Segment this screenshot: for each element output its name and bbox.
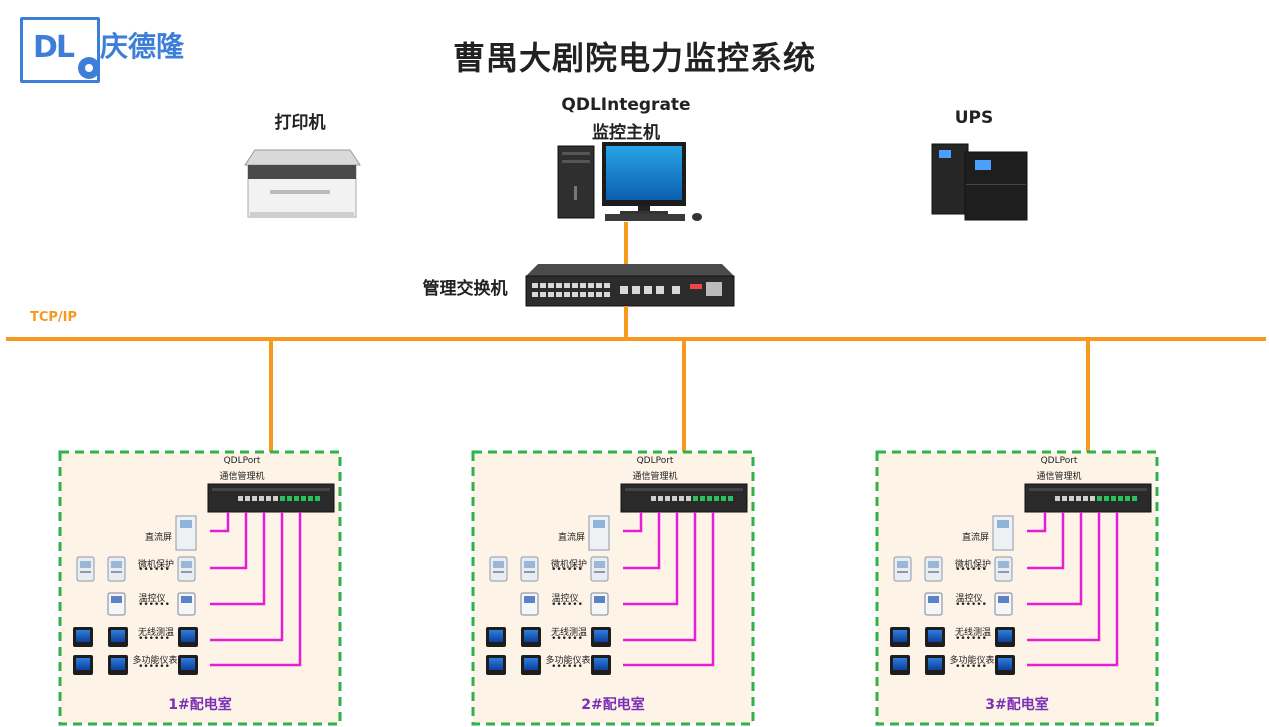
relay-icon [520,556,539,582]
dots-separator: •••••• [955,634,987,644]
field-bus-line [623,512,715,667]
field-bus-line [1027,512,1065,570]
room-name-label: 2#配电室 [581,697,645,713]
host-label-line1: QDLIntegrate [561,95,691,115]
temp-controller-label: 温控仪 [955,594,983,604]
gateway-label-line1: QDLPort [1040,456,1078,466]
room-name-label: 3#配电室 [985,697,1049,713]
micro-protection-label: 微机保护 [550,560,587,570]
micro-protection-label: 微机保护 [954,560,991,570]
relay-icon [76,556,95,582]
field-bus-line [1027,512,1101,642]
page-title: 曹禺大剧院电力监控系统 [452,39,816,77]
micro-protection-label: 微机保护 [137,560,174,570]
relay-icon [177,556,196,582]
field-bus-line [210,512,266,606]
gateway-label-line2: 通信管理机 [1036,472,1082,482]
field-bus-line [623,512,697,642]
field-bus-line [1027,512,1083,606]
room-3 [875,450,1159,726]
room-2 [471,450,755,726]
tcpip-label: TCP/IP [30,310,78,325]
field-bus-line [210,512,248,570]
field-bus-line [623,512,643,533]
multi-meter-label: 多功能仪表 [545,656,591,666]
dots-separator: •••••• [138,662,170,672]
host-computer-icon [557,142,702,221]
dc-panel-label: 直流屏 [961,533,989,543]
dots-separator: •••••• [955,600,987,610]
dots-separator: •••••• [551,662,583,672]
printer-icon [244,149,361,218]
temp-controller-label: 温控仪 [138,594,166,604]
field-bus-line [1027,512,1047,533]
multi-meter-label: 多功能仪表 [949,656,995,666]
relay-icon [489,556,508,582]
host-label-line2: 监控主机 [592,123,660,143]
field-bus-line [210,512,230,533]
relay-icon [994,556,1013,582]
relay-icon [893,556,912,582]
relay-icon [107,556,126,582]
gateway-label-line1: QDLPort [636,456,674,466]
wireless-temp-label: 无线测温 [550,628,587,638]
dots-separator: •••••• [138,600,170,610]
gateway-label-line1: QDLPort [223,456,261,466]
dots-separator: •••••• [138,634,170,644]
printer-label: 打印机 [274,113,326,133]
wireless-temp-label: 无线测温 [137,628,174,638]
room-1 [58,450,342,726]
relay-icon [924,556,943,582]
dots-separator: •••••• [551,600,583,610]
gateway-label-line2: 通信管理机 [219,472,265,482]
dots-separator: •••••• [138,565,170,575]
switch-label: 管理交换机 [422,279,508,299]
switch-icon [525,264,735,307]
dots-separator: •••••• [955,565,987,575]
dots-separator: •••••• [551,634,583,644]
dots-separator: •••••• [955,662,987,672]
ups-icon [931,143,1028,221]
relay-icon [590,556,609,582]
wireless-temp-label: 无线测温 [954,628,991,638]
room-name-label: 1#配电室 [168,697,232,713]
gear-icon [78,57,100,79]
logo-company-name: 庆德隆 [100,30,185,63]
field-bus-line [1027,512,1119,667]
dc-panel-label: 直流屏 [144,533,172,543]
field-bus-line [623,512,661,570]
multi-meter-label: 多功能仪表 [132,656,178,666]
field-bus-line [210,512,284,642]
dc-panel-label: 直流屏 [557,533,585,543]
temp-controller-label: 温控仪 [551,594,579,604]
logo-frame: DL [20,17,100,83]
dots-separator: •••••• [551,565,583,575]
logo-letters: DL [33,30,75,65]
field-bus-line [623,512,679,606]
field-bus-line [210,512,302,667]
ups-label: UPS [954,108,994,128]
gateway-label-line2: 通信管理机 [632,472,678,482]
